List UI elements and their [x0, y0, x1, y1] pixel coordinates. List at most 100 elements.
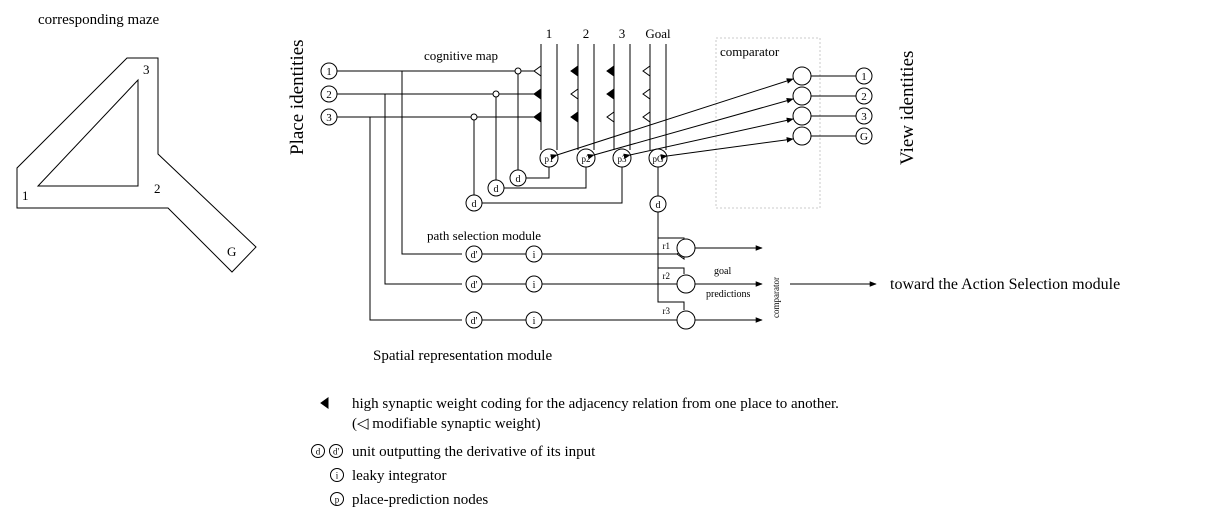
view-node-3-label: 3: [861, 111, 867, 123]
synapse-filled: [533, 88, 542, 100]
comparator-node-g: [792, 126, 812, 146]
tap-2: [492, 90, 500, 98]
d-node-1-out: [526, 164, 550, 179]
d-node-3-label: d: [472, 199, 477, 210]
path-i-node-1-label: i: [533, 250, 536, 261]
path-r-branch-3: [677, 301, 685, 310]
path-d-node-3-label: d': [471, 316, 478, 327]
column-header-1: 1: [546, 26, 553, 41]
legend-integrator-text: leaky integrator: [352, 468, 447, 484]
column-goal: [649, 44, 667, 150]
d-node-goal-label: d: [656, 200, 661, 211]
synapse-open: [606, 111, 615, 123]
legend-dprime-icon: [329, 444, 343, 458]
path-out-node-2: [676, 274, 696, 294]
synapse-open: [533, 65, 542, 77]
comparator-node-2: [792, 86, 812, 106]
link-p2-comparator: [587, 98, 794, 160]
maze-title: corresponding maze: [38, 12, 160, 28]
comparator-right-label: comparator: [771, 277, 781, 318]
place-node-2-label: 2: [326, 89, 332, 101]
path-selection-rows: d' i r1 d' i r2 d' i r3: [465, 237, 763, 330]
view-node-g: [855, 127, 873, 145]
cognitive-map-columns: 1 2 3 Goal: [540, 26, 671, 150]
spatial-module-label: Spatial representation module: [373, 348, 552, 364]
view-outputs: 1 2 3 G: [855, 67, 873, 145]
place-node-3-label: 3: [326, 112, 332, 124]
maze-inner-outline: [36, 78, 139, 187]
synapse-open: [642, 88, 651, 100]
view-node-1-label: 1: [861, 71, 867, 83]
derivative-nodes: d d d: [465, 67, 623, 212]
synapse-filled: [606, 65, 615, 77]
prediction-node-p3-label: p3: [618, 154, 628, 164]
tap-1: [514, 67, 522, 75]
legend-p-icon: [330, 492, 344, 506]
place-node-1-label: 1: [326, 66, 332, 78]
maze-label-2: 2: [154, 181, 161, 196]
comparator-top-label: comparator: [720, 44, 780, 59]
comparator-box: [715, 37, 821, 209]
d-node-2-label: d: [494, 184, 499, 195]
legend-d-icon: [311, 444, 325, 458]
predictions-label: predictions: [706, 289, 751, 300]
path-r-label-2: r2: [663, 271, 671, 281]
d-node-3-out: [482, 166, 623, 204]
synapse-open: [570, 88, 579, 100]
path-feed-lines: [369, 71, 462, 321]
legend-derivative-text: unit outputting the derivative of its in…: [352, 444, 596, 460]
legend-i-icon-label: i: [336, 471, 339, 481]
cognitive-map-label: cognitive map: [424, 48, 498, 63]
synapse-open: [642, 65, 651, 77]
synapse-triangles: [533, 65, 651, 123]
view-node-2: [855, 87, 873, 105]
legend-modifiable-text: (◁ modifiable synaptic weight): [352, 416, 541, 432]
path-i-node-2-label: i: [533, 280, 536, 291]
place-identities-label: Place identities: [287, 39, 308, 155]
prediction-node-p1-label: p1: [545, 154, 554, 164]
path-i-node-3-label: i: [533, 316, 536, 327]
path-out-node-3: [676, 310, 696, 330]
d-node-2-out: [504, 164, 587, 189]
view-node-3: [855, 107, 873, 125]
path-d-node-1-label: d': [471, 250, 478, 261]
legend-filled-triangle-icon: [320, 397, 329, 409]
legend-adjacency-text: high synaptic weight coding for the adja…: [352, 396, 839, 412]
comparator-nodes: [792, 66, 856, 146]
legend-p-icon-label: p: [335, 495, 340, 505]
column-header-3: 3: [619, 26, 626, 41]
synapse-filled: [606, 88, 615, 100]
path-r-label-3: r3: [663, 306, 671, 316]
prediction-node-p2-label: p2: [582, 154, 591, 164]
prediction-node-pg-label: pG: [653, 154, 665, 164]
d-node-1-label: d: [516, 174, 521, 185]
legend-dprime-icon-label: d': [333, 447, 340, 457]
maze-panel: corresponding maze 3 1 2 G: [16, 12, 257, 273]
legend-prediction-text: place-prediction nodes: [352, 492, 488, 508]
path-d-node-2-label: d': [471, 280, 478, 291]
prediction-nodes: p1 p2 p3 pG: [539, 148, 668, 168]
path-feed-3: [369, 117, 462, 321]
view-identities-label: View identities: [897, 51, 918, 165]
path-r-branch-2: [677, 267, 685, 274]
link-pg-comparator: [660, 137, 794, 160]
place-inputs: 1 2 3: [320, 62, 534, 126]
path-out-node-1: [676, 238, 696, 258]
maze-label-3: 3: [143, 62, 150, 77]
view-node-g-label: G: [860, 131, 868, 143]
column-header-goal: Goal: [645, 26, 671, 41]
comparator-node-3: [792, 106, 812, 126]
synapse-filled: [570, 111, 579, 123]
link-p3-comparator: [623, 117, 794, 160]
path-selection-label: path selection module: [427, 228, 541, 243]
maze-outer-outline: [16, 57, 257, 273]
tap-3: [470, 113, 478, 121]
legend-i-icon: [330, 468, 344, 482]
view-node-2-label: 2: [861, 91, 867, 103]
path-feed-1: [401, 71, 462, 255]
legend-d-icon-label: d: [316, 447, 321, 457]
goal-d-bus: [657, 212, 677, 303]
goal-label: goal: [714, 266, 731, 277]
column-1: [540, 44, 558, 150]
